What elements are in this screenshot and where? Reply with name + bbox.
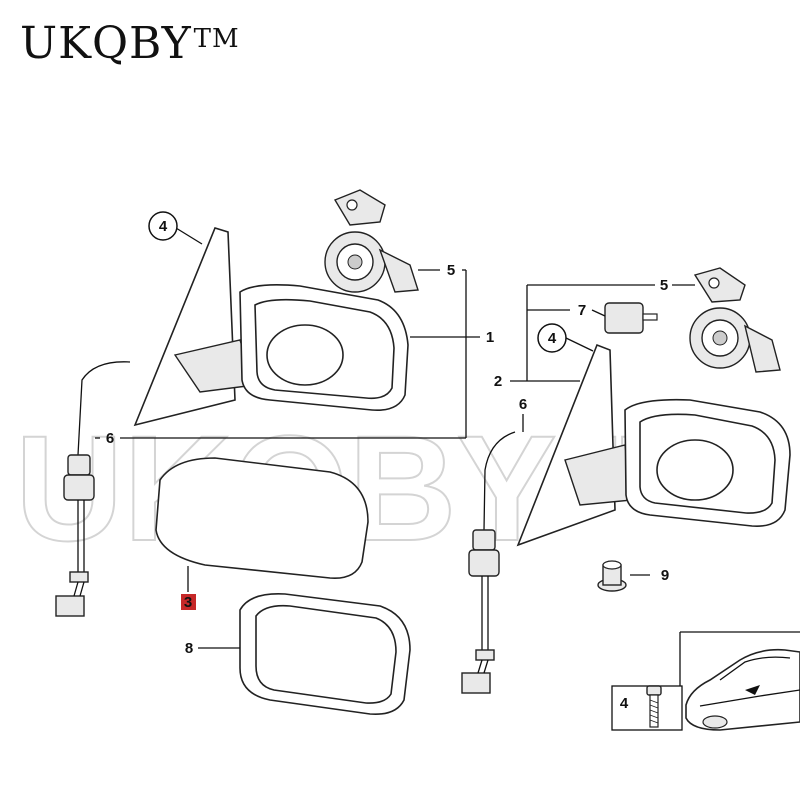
right-cable-clip <box>475 649 495 661</box>
callout-highlight-3 <box>181 594 196 610</box>
right-cable-seal <box>468 549 500 577</box>
left-cable-upper <box>77 361 131 456</box>
left-housing-opening <box>266 324 344 386</box>
brand-logo: UKQBYTM <box>20 18 240 69</box>
left-cable-grommet <box>67 454 91 476</box>
callout-part-3: 3 <box>184 594 192 611</box>
left-cable-seal <box>63 474 95 501</box>
right-mirror-assembly <box>461 267 791 694</box>
left-cable-wires <box>77 500 85 575</box>
callout-right-7: 7 <box>578 302 586 319</box>
callout-right-5: 5 <box>660 277 668 294</box>
mirror-frame-inner <box>255 604 397 704</box>
inset-panel: 4 <box>611 631 800 731</box>
left-adjuster-motor <box>324 189 419 293</box>
brand-trademark: TM <box>193 24 240 54</box>
rivet-nut-part-9 <box>597 560 627 592</box>
car-location-illustration <box>685 648 800 731</box>
callout-right-6: 6 <box>519 396 527 413</box>
callout-leader-lines <box>95 227 695 649</box>
mirror-glass-part-3 <box>155 457 369 579</box>
callout-left-4: 4 <box>159 218 168 235</box>
callout-left-5: 5 <box>447 262 455 279</box>
callout-part-8: 8 <box>185 640 193 657</box>
right-adjuster-motor <box>689 267 781 373</box>
callout-left-1: 1 <box>486 329 494 346</box>
left-mirror-assembly <box>55 189 419 617</box>
callout-inset-4: 4 <box>620 695 629 712</box>
small-motor-part-7 <box>604 302 658 334</box>
left-connector-plug <box>55 595 85 617</box>
callout-circle-right-4 <box>537 323 567 353</box>
callout-part-9: 9 <box>661 567 669 584</box>
callout-right-2: 2 <box>494 373 502 390</box>
bolt-part-4 <box>646 685 662 728</box>
left-cable-clip <box>69 571 89 583</box>
left-mounting-plate <box>133 227 236 427</box>
callout-right-4: 4 <box>548 330 557 347</box>
right-cable-upper <box>483 431 516 531</box>
right-cable-grommet <box>472 529 496 551</box>
brand-name: UKQBY <box>20 18 192 69</box>
callout-circle-left-4 <box>148 211 178 241</box>
right-housing-opening <box>656 439 734 501</box>
right-connector-plug <box>461 672 491 694</box>
callout-left-6: 6 <box>106 430 114 447</box>
